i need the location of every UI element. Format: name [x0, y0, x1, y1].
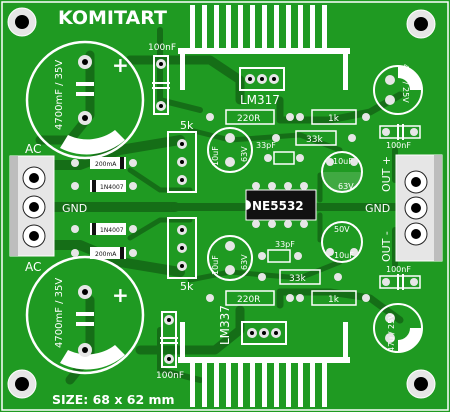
svg-text:33pF: 33pF [256, 141, 276, 150]
svg-text:1k: 1k [328, 295, 340, 305]
resistor-bottom-220r: 220R [206, 290, 294, 306]
svg-text:200mA: 200mA [95, 161, 117, 168]
lm317-label: LM317 [240, 93, 280, 107]
svg-text:+: + [112, 53, 129, 77]
size-label: SIZE: 68 x 62 mm [52, 392, 175, 407]
resistor-bottom-33k: 33k [258, 269, 342, 285]
input-ac-top-label: AC [25, 142, 41, 156]
resistor-bottom-1k: 1k [296, 290, 370, 306]
mounting-hole-bl [7, 369, 37, 399]
output-plus-label: OUT + [380, 156, 393, 192]
svg-text:10uF: 10uF [333, 157, 353, 166]
cap-out-top: 47u / 25V [373, 64, 423, 115]
svg-text:47u / 25V: 47u / 25V [387, 313, 396, 352]
heatsink-top [178, 5, 350, 90]
bulk-capacitor-top: + 4700mF / 35V [25, 40, 145, 160]
resistor-top-220r: 220R [206, 109, 294, 125]
diode-d3: 1N4007 [71, 223, 137, 235]
svg-text:47u / 25V: 47u / 25V [401, 64, 410, 103]
trimmer-top: 5k [167, 119, 197, 193]
film-cap-right-top: 100nF [379, 124, 421, 150]
diode-d4: 200mA [71, 247, 137, 259]
svg-text:33k: 33k [289, 274, 306, 284]
cap-out-bottom: 47u / 25V [373, 303, 423, 353]
svg-text:10uF: 10uF [211, 146, 220, 166]
trimmer-bottom-label: 5k [180, 280, 194, 293]
svg-text:200mA: 200mA [95, 251, 117, 258]
film-cap-right-bottom: 100nF [379, 265, 421, 290]
svg-text:220R: 220R [237, 295, 260, 305]
output-gnd-label: GND [365, 202, 390, 215]
output-minus-label: OUT - [380, 231, 393, 262]
trimmer-bottom: 5k [167, 217, 197, 293]
svg-text:33pF: 33pF [275, 240, 295, 249]
mounting-hole-tr [406, 9, 436, 39]
diode-d1: 200mA [71, 157, 137, 169]
bulk-cap-bottom-label: 4700mF / 35V [54, 278, 65, 348]
svg-text:50V: 50V [334, 225, 350, 234]
input-ac-bottom-label: AC [25, 260, 41, 274]
svg-text:63V: 63V [240, 254, 249, 270]
mounting-hole-tl [7, 7, 37, 37]
bulk-capacitor-bottom: + 4700mF / 35V [25, 255, 145, 375]
svg-text:100nF: 100nF [386, 265, 411, 274]
svg-text:63V: 63V [240, 146, 249, 162]
lm337-label: LM337 [218, 305, 232, 345]
diode-d2: 1N4007 [71, 180, 137, 192]
resistor-top-1k: 1k [296, 109, 370, 125]
film-capacitor-bottom-left: 100nF [156, 311, 184, 381]
film-cap-top-left-label: 100nF [148, 43, 176, 53]
cap-adj-top: 10uF 63V [207, 127, 253, 173]
svg-text:1N4007: 1N4007 [100, 184, 124, 191]
svg-text:10uF: 10uF [334, 251, 354, 260]
heatsink-bottom [178, 322, 350, 407]
cap-adj-bottom: 10uF 63V [207, 235, 253, 281]
film-capacitor-top-left: 100nF [148, 43, 176, 115]
mounting-hole-br [406, 369, 436, 399]
svg-text:63V: 63V [338, 182, 354, 191]
cap-ic-top: 10uF 63V [321, 151, 363, 193]
input-gnd-label: GND [62, 202, 87, 215]
brand-label: KOMITART [58, 7, 167, 29]
resistor-top-33k: 33k [272, 130, 356, 146]
cap-small-top: 33pF [256, 141, 304, 165]
svg-text:220R: 220R [237, 114, 260, 124]
output-terminal-block [395, 154, 443, 262]
opamp-ne5532: NE5532 [245, 182, 317, 228]
cap-small-bottom: 33pF [258, 240, 302, 263]
regulator-lm337: LM337 [218, 305, 287, 345]
svg-text:1k: 1k [328, 114, 340, 124]
opamp-label: NE5532 [252, 199, 304, 213]
bulk-cap-top-label: 4700mF / 35V [54, 60, 65, 130]
svg-text:100nF: 100nF [386, 141, 411, 150]
input-terminal-block [9, 155, 55, 257]
svg-text:33k: 33k [306, 135, 323, 145]
film-cap-bottom-left-label: 100nF [156, 371, 184, 381]
trimmer-top-label: 5k [180, 119, 194, 132]
svg-text:1N4007: 1N4007 [100, 227, 124, 234]
cap-ic-bottom: 50V 10uF [321, 221, 363, 263]
svg-text:10uF: 10uF [211, 255, 220, 275]
svg-text:+: + [112, 283, 129, 307]
regulator-lm317: LM317 [239, 67, 285, 107]
